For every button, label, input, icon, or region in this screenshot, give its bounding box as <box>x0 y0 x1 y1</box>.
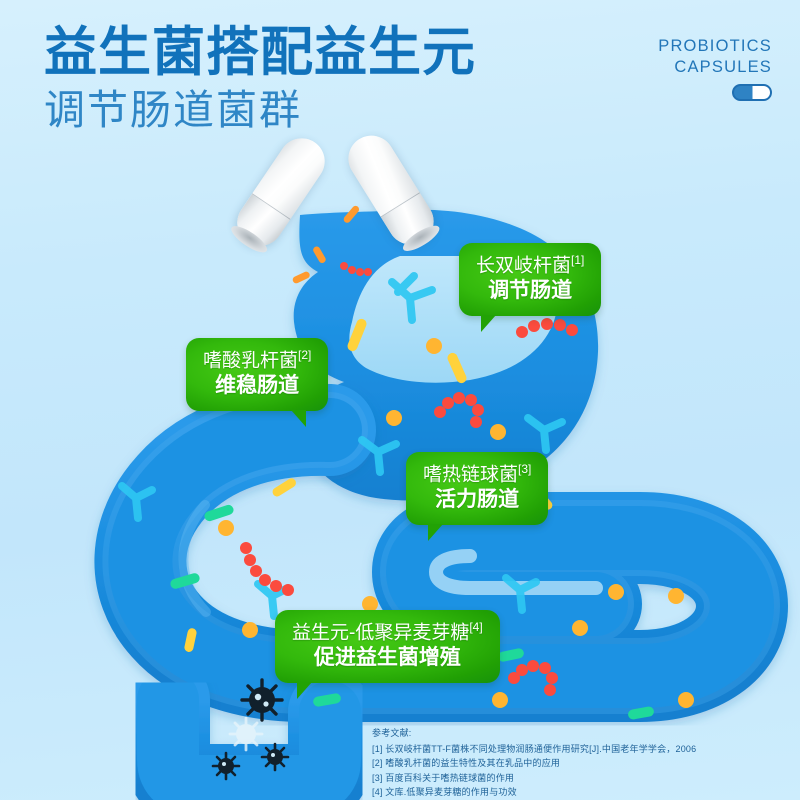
references-title: 参考文献: <box>372 728 412 738</box>
callout-2-name: 嗜酸乳杆菌 <box>203 350 299 372</box>
callout-4-name: 益生元-低聚异麦芽糖 <box>292 622 470 644</box>
page-title: 益生菌搭配益生元 <box>44 23 476 82</box>
callout-4-tail <box>297 682 312 700</box>
callout-probiotic-2[interactable]: 嗜酸乳杆菌[2] 维稳肠道 <box>186 338 329 428</box>
callout-1-tail <box>481 315 496 333</box>
references-block: 参考文献: [1] 长双岐杆菌TT-F菌株不同处理物润肠通便作用研究[J].中国… <box>372 726 696 800</box>
page-subtitle: 调节肠道菌群 <box>44 87 302 134</box>
callout-2-ref: [2] <box>298 348 312 362</box>
reference-item-4: [4] 文库.低聚异麦芽糖的作用与功效 <box>372 787 517 798</box>
callout-probiotic-3[interactable]: 嗜热链球菌[3] 活力肠道 <box>406 452 549 542</box>
callout-1-name-row: 长双岐杆菌[1] <box>476 253 585 277</box>
callout-3-name: 嗜热链球菌 <box>423 464 519 486</box>
callout-1-benefit: 调节肠道 <box>488 279 573 303</box>
page-title-block: 益生菌搭配益生元 调节肠道菌群 <box>44 24 476 136</box>
callout-2-tail <box>291 410 307 428</box>
callout-4-ref: [4] <box>469 620 483 634</box>
callout-1-ref: [1] <box>571 253 585 267</box>
capsule-pill-icon <box>732 84 772 102</box>
brand-badge: PROBIOTICS CAPSULES <box>658 36 772 102</box>
callout-3-benefit: 活力肠道 <box>435 488 520 512</box>
callout-3-tail <box>428 524 443 542</box>
callout-1-name: 长双岐杆菌 <box>476 255 572 277</box>
reference-item-3: [3] 百度百科关于嗜热链球菌的作用 <box>372 772 515 783</box>
callout-3-name-row: 嗜热链球菌[3] <box>423 462 532 486</box>
brand-badge-line1: PROBIOTICS <box>658 37 772 55</box>
callout-4-benefit: 促进益生菌增殖 <box>313 646 461 670</box>
callout-probiotic-1[interactable]: 长双岐杆菌[1] 调节肠道 <box>459 243 602 333</box>
brand-badge-line2: CAPSULES <box>674 57 772 76</box>
reference-item-2: [2] 嗜酸乳杆菌的益生特性及其在乳品中的应用 <box>372 758 561 769</box>
reference-item-1: [1] 长双岐杆菌TT-F菌株不同处理物润肠通便作用研究[J].中国老年学学会，… <box>372 743 697 754</box>
callout-prebiotic-4[interactable]: 益生元-低聚异麦芽糖[4] 促进益生菌增殖 <box>275 610 500 700</box>
callout-2-benefit: 维稳肠道 <box>215 374 300 398</box>
callout-2-name-row: 嗜酸乳杆菌[2] <box>203 348 312 372</box>
callout-3-ref: [3] <box>518 462 532 476</box>
callout-4-name-row: 益生元-低聚异麦芽糖[4] <box>292 620 483 644</box>
germ-icons <box>211 678 290 781</box>
